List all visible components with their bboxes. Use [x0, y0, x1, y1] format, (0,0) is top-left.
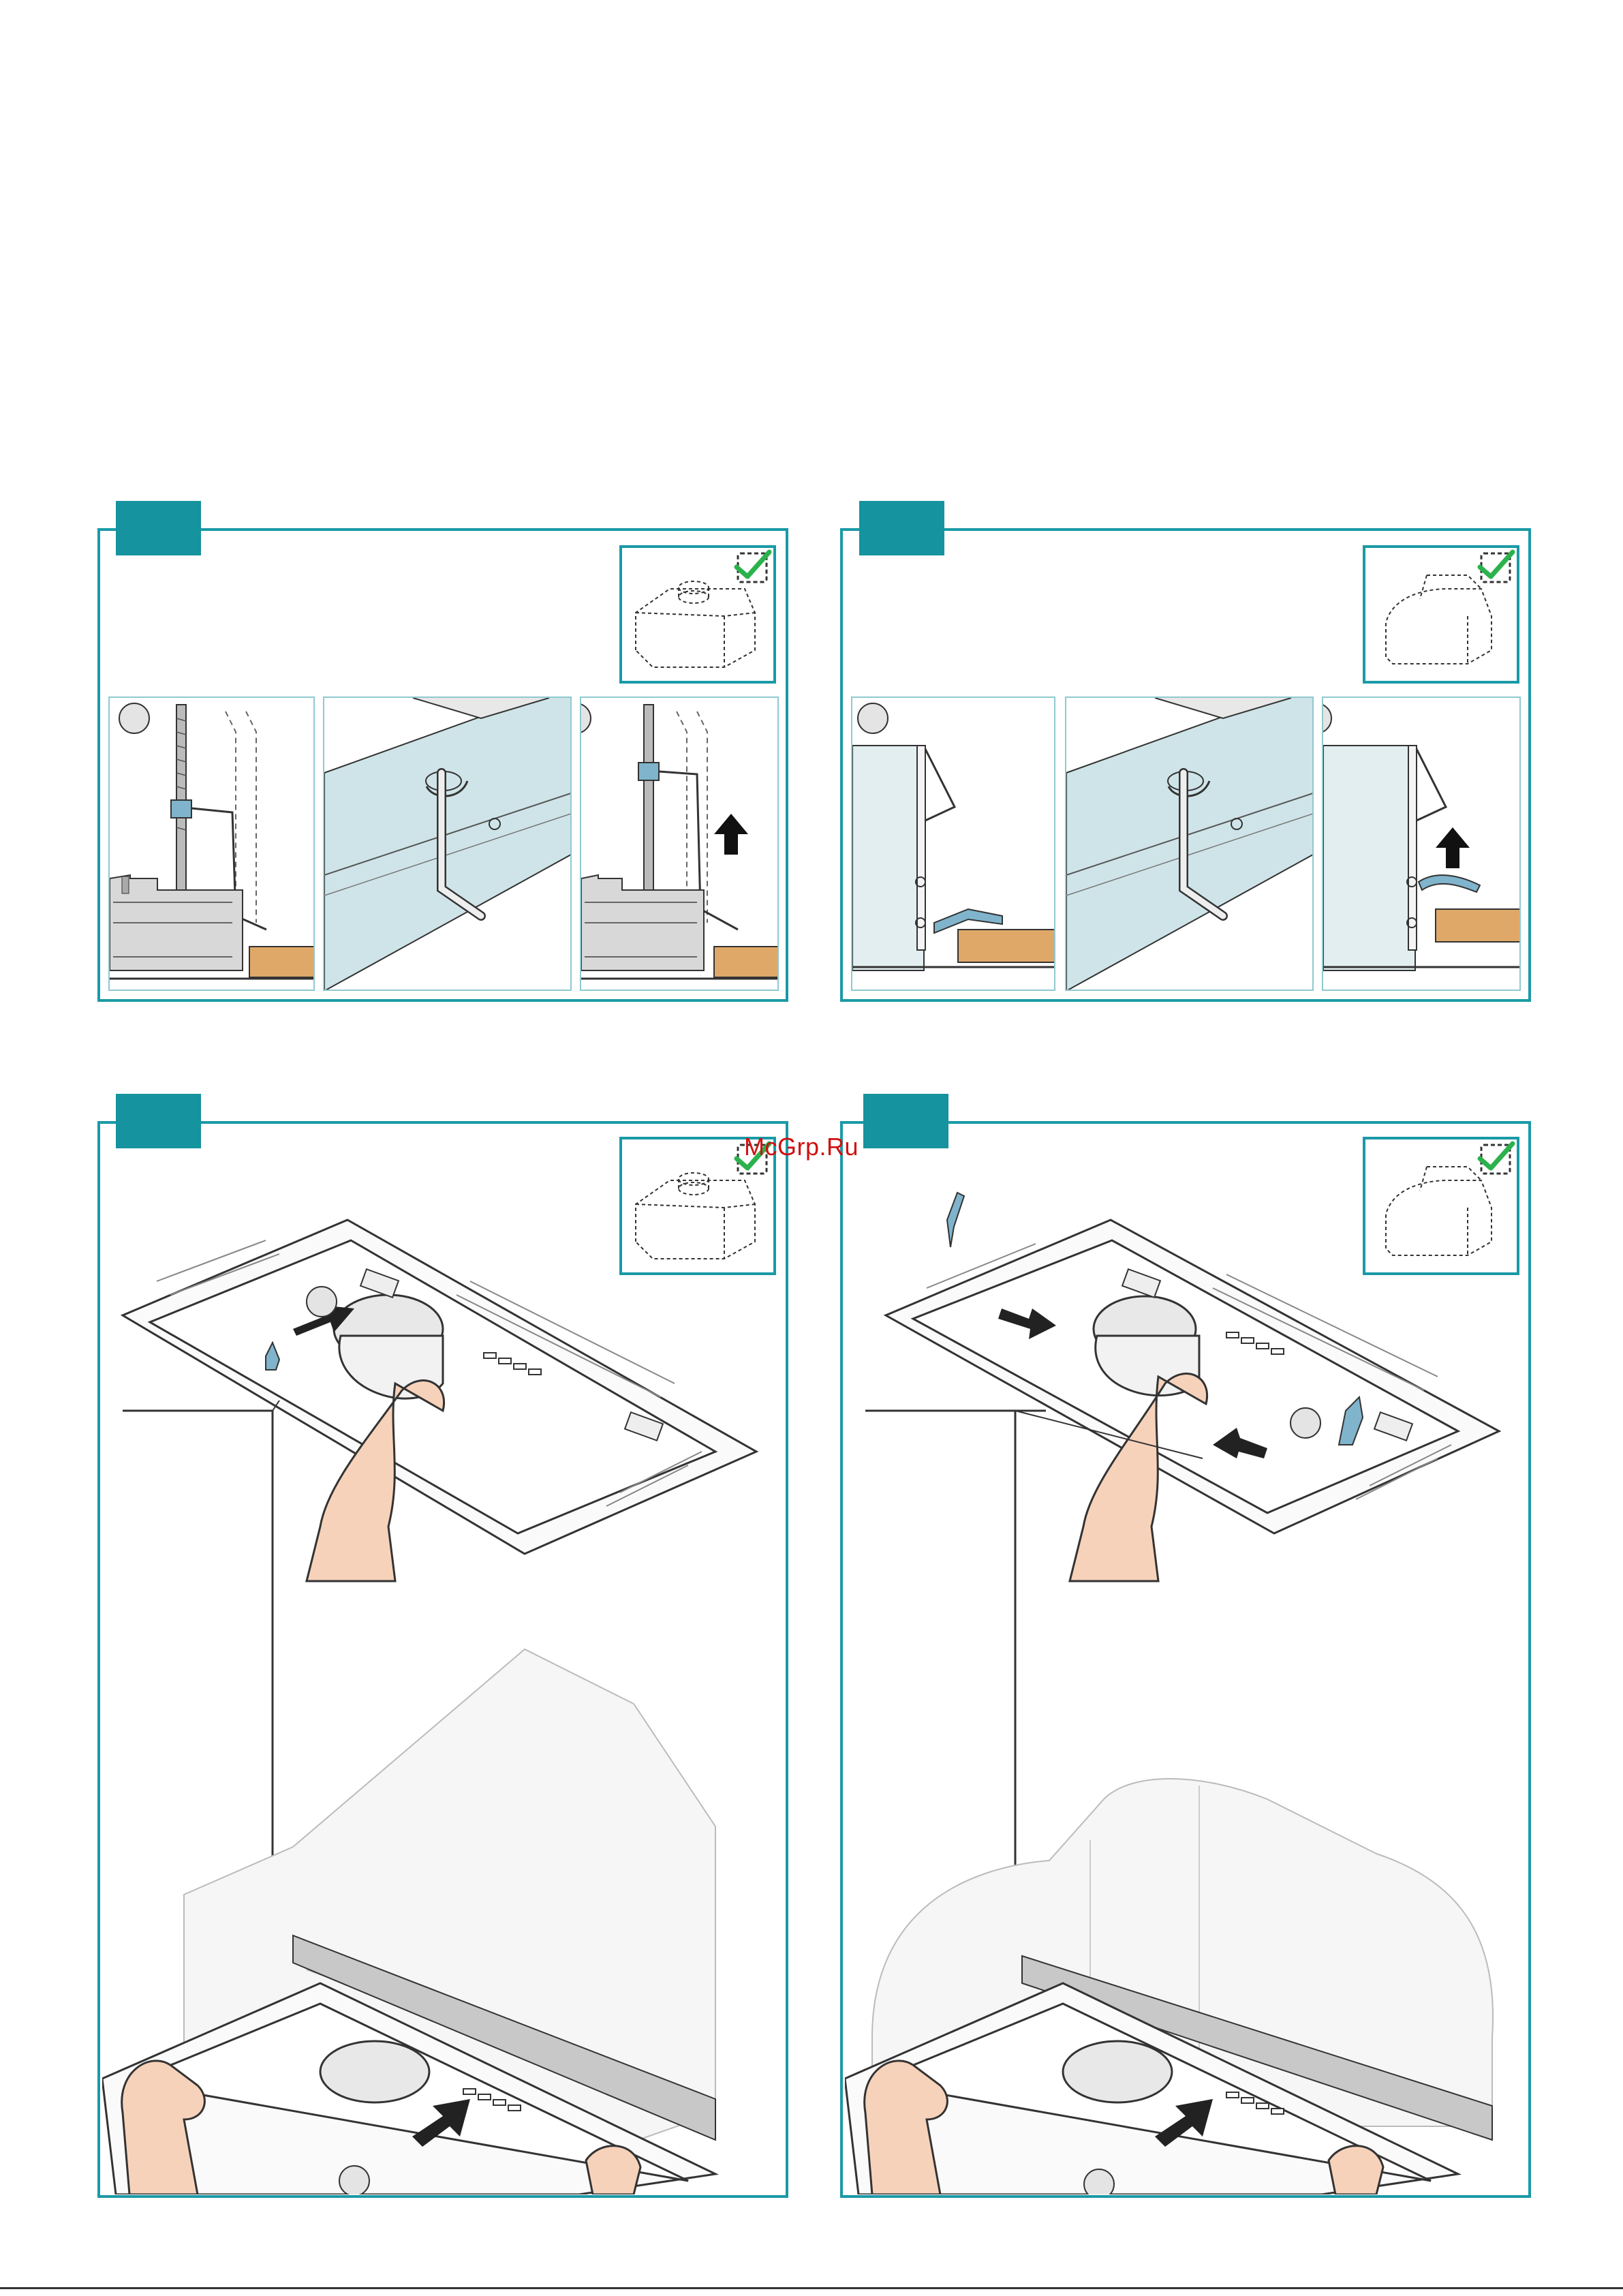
hood-type-thumbnail [1363, 545, 1519, 684]
sub-illustration-screw [323, 697, 572, 991]
arrow-up-icon [714, 814, 748, 855]
step-number-tab [859, 501, 944, 555]
sub-illustration-lift [580, 697, 779, 991]
footer-rule [0, 2287, 1623, 2289]
step-marker-a [1290, 1408, 1320, 1438]
watermark: McGrp.Ru [744, 1133, 859, 1161]
step-marker-b [339, 2166, 369, 2194]
sub-illustration-rod [108, 697, 315, 991]
mounting-illustration-built-in [102, 1213, 784, 2194]
hand-icon [586, 2146, 640, 2194]
step-marker-b [1084, 2169, 1114, 2194]
hand-icon [1329, 2146, 1383, 2194]
step-number-tab [863, 1094, 948, 1148]
step-marker-c [1323, 703, 1331, 733]
hood-type-thumbnail [619, 545, 776, 684]
step-marker-a [858, 703, 888, 733]
step-marker-a [307, 1287, 337, 1317]
step-marker-c [581, 703, 591, 733]
sub-illustration-lift [1322, 697, 1521, 991]
arrow-up-icon [1436, 827, 1470, 868]
sub-illustration-clip [851, 697, 1055, 991]
step-number-tab [116, 501, 201, 555]
mounting-illustration-chimney [845, 1186, 1526, 2194]
step-marker-a [119, 703, 149, 733]
step-number-tab [116, 1094, 201, 1148]
sub-illustration-screw [1065, 697, 1314, 991]
